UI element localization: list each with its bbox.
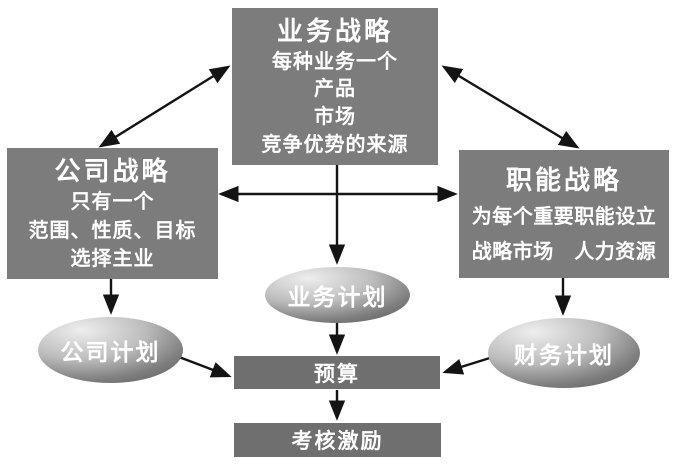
arrow-corporate-business-bidirectional: [98, 65, 231, 148]
business-strategy-line: 每种业务一个: [272, 50, 398, 73]
arrow-business-functional-bidirectional: [441, 65, 580, 149]
business-plan-ellipse: 业务计划: [265, 267, 410, 323]
functional-strategy-box: 职能战略 为每个重要职能设立 战略市场 人力资源: [459, 150, 669, 278]
corporate-strategy-title: 公司战略: [54, 156, 171, 187]
corporate-strategy-line: 只有一个: [70, 191, 155, 214]
budget-box: 预算: [234, 356, 440, 389]
business-strategy-title: 业务战略: [276, 15, 393, 46]
budget-label: 预算: [314, 362, 360, 386]
arrow-corporate-plan-to-budget: [178, 355, 232, 378]
arrow-financial-plan-to-budget: [442, 355, 494, 375]
corporate-plan-label: 公司计划: [60, 339, 161, 365]
assessment-incentive-box: 考核激励: [234, 423, 441, 457]
business-plan-label: 业务计划: [287, 284, 388, 310]
functional-strategy-line: 为每个重要职能设立: [471, 206, 657, 228]
financial-plan-label: 财务计划: [514, 342, 614, 368]
assessment-incentive-label: 考核激励: [291, 430, 384, 453]
financial-plan-ellipse: 财务计划: [488, 318, 640, 388]
business-strategy-line: 竞争优势的来源: [261, 134, 409, 157]
business-strategy-line: 市场: [314, 106, 356, 129]
corporate-plan-ellipse: 公司计划: [38, 317, 183, 383]
functional-strategy-line: 战略市场 人力资源: [471, 240, 657, 263]
corporate-strategy-line: 选择主业: [70, 247, 155, 270]
corporate-strategy-line: 范围、性质、目标: [28, 219, 197, 242]
functional-strategy-title: 职能战略: [505, 164, 622, 195]
business-strategy-box: 业务战略 每种业务一个 产品 市场 竞争优势的来源: [232, 8, 438, 165]
corporate-strategy-box: 公司战略 只有一个 范围、性质、目标 选择主业: [7, 148, 218, 279]
business-strategy-line: 产品: [314, 78, 356, 101]
